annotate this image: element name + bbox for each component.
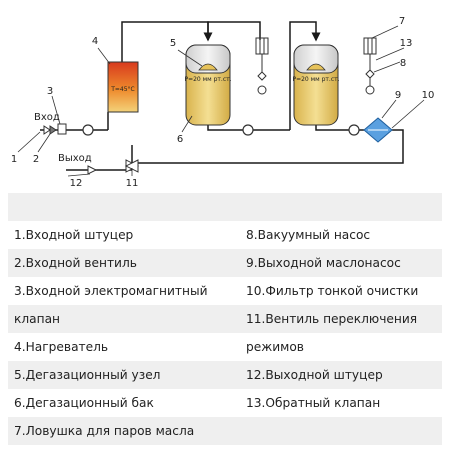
filter-out-pipe (132, 129, 404, 164)
legend-right-cell: 13.Обратный клапан (240, 389, 442, 417)
heater-temperature: T=45°C (110, 86, 135, 93)
tank2-pressure: P=20 мм рт.ст. (292, 76, 339, 83)
tank1-bottom-pipe (207, 125, 290, 131)
legend-left-cell: 4.Нагреватель (8, 333, 240, 361)
inlet-label: Вход (34, 112, 60, 123)
tank2-bottom-pipe (315, 125, 364, 131)
legend-right-cell: 10.Фильтр тонкой очистки (240, 277, 442, 305)
legend-left-cell: 5.Дегазационный узел (8, 361, 240, 389)
oil-vapor-trap-1 (255, 37, 269, 95)
legend-right-cell: 9.Выходной маслонасос (240, 249, 442, 277)
legend-left-cell (8, 193, 240, 221)
legend-left-cell: 6.Дегазационный бак (8, 389, 240, 417)
callout-9: 9 (395, 90, 401, 101)
tank1-pressure: P=20 мм рт.ст. (184, 76, 231, 83)
outlet-check-valve (87, 165, 98, 175)
callout-leaders (17, 25, 425, 177)
callout-6: 6 (177, 134, 183, 145)
tank1-top-pipe (207, 21, 261, 40)
legend-right-cell: 11.Вентиль переключения (240, 305, 442, 333)
legend-row (8, 193, 442, 221)
transfer-pump (242, 124, 254, 136)
outlet-oil-pump (348, 124, 360, 136)
legend-left-cell: 3.Входной электромагнитный (8, 277, 240, 305)
degassing-tank-1: P=20 мм рт.ст. (184, 44, 232, 126)
oil-vapor-trap-2 (363, 37, 377, 95)
fine-filter (363, 117, 393, 143)
callout-12: 12 (70, 178, 83, 189)
callout-1: 1 (11, 154, 17, 165)
legend-right-cell: 12.Выходной штуцер (240, 361, 442, 389)
legend-left-cell: 7.Ловушка для паров масла (8, 417, 240, 445)
callout-4: 4 (92, 36, 98, 47)
legend-left-cell: клапан (8, 305, 240, 333)
callout-13: 13 (400, 38, 413, 49)
degassing-tank-2: P=20 мм рт.ст. (292, 44, 340, 126)
inlet-valves (43, 123, 67, 135)
callout-3: 3 (47, 86, 53, 97)
legend-right-cell (240, 417, 442, 445)
legend-right-cell (240, 193, 442, 221)
callout-8: 8 (400, 58, 406, 69)
heater: T=45°C (107, 61, 139, 113)
pipelines (40, 21, 404, 171)
callout-11: 11 (126, 178, 139, 189)
inlet-pump (82, 124, 94, 136)
legend-left-cell: 2.Входной вентиль (8, 249, 240, 277)
callout-7: 7 (399, 16, 405, 27)
degassing-unit-schematic: T=45°C P=20 мм рт.ст. P=20 мм рт.ст. (11, 16, 435, 189)
legend-right-cell: режимов (240, 333, 442, 361)
callout-2: 2 (33, 154, 39, 165)
callout-numbers: 1 2 3 4 5 6 7 8 9 10 11 12 13 (11, 16, 435, 189)
tank2-feed-pipe (289, 21, 321, 130)
callout-10: 10 (422, 90, 435, 101)
callout-5: 5 (170, 38, 176, 49)
legend-right-cell: 8.Вакуумный насос (240, 221, 442, 249)
legend-row: 7.Ловушка для паров масла (8, 417, 442, 445)
legend-left-cell: 1.Входной штуцер (8, 221, 240, 249)
outlet-label: Выход (58, 153, 92, 164)
